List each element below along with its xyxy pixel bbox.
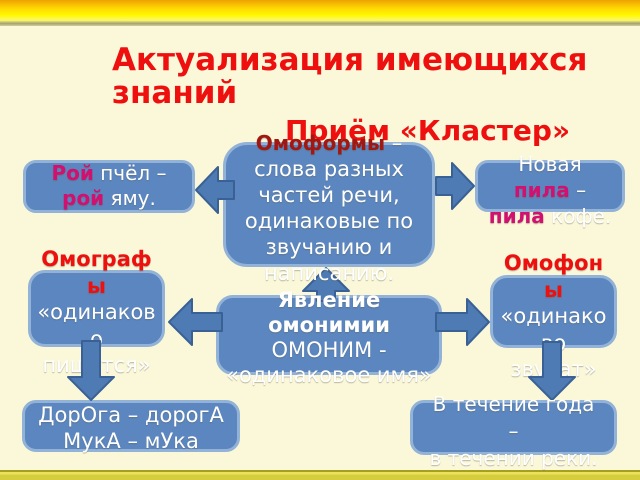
slide-subtitle: Приём «Кластер» [285,114,571,147]
top-border-bar [0,0,640,26]
omographs-body-2: о [90,326,103,351]
center-line-2: омонимии [268,313,390,337]
omophones-body-3: звучат» [510,357,597,381]
omophones-body-1: «одинако [500,304,607,328]
omoforms-heading-line: Омоформы – [213,130,445,156]
techenie-line-2: – [508,419,519,443]
roy-box [23,160,195,213]
roy-word-2: рой [62,186,105,210]
omographs-body-1: «одинаков [37,300,156,324]
title-line-1: Актуализация имеющихся [112,42,588,78]
omophones-heading-2: ы [544,277,563,302]
center-text: Явление омонимии ОМОНИМ - «одинаковое им… [216,288,442,388]
doroga-box [22,400,240,452]
omoforms-line-5: написанию. [263,261,395,285]
omoforms-heading-dash: – [385,131,403,155]
omographs-body-3: пишутся» [42,353,151,377]
omographs-heading-2: ы [87,273,106,298]
omographs-heading-1: Омограф [41,247,152,271]
roy-line-1: Рой пчёл – [23,161,195,186]
pila-line-2: пила – [475,177,625,203]
pila-line-1: Новая [518,152,582,176]
doroga-line-1: ДорОга – дорогА [38,403,224,427]
doroga-line-2: МукА – мУка [63,429,199,453]
title-line-2: знаний [112,75,238,111]
roy-rest-1: пчёл – [93,161,167,185]
omoforms-line-4: звучанию и [265,235,393,259]
omographs-text: Омограф ы «одинаков о пишутся» [18,246,175,379]
arrow-left-middle [168,298,223,346]
center-line-1: Явление [277,288,381,312]
center-line-3: ОМОНИМ - [271,338,387,362]
roy-word-1: Рой [51,161,94,185]
doroga-text: ДорОга – дорогА МукА – мУка [22,402,240,454]
techenie-line-1: В течение года [432,392,595,416]
pila-box [475,160,625,212]
pila-word-3: пила [488,204,545,228]
bottom-border-bar [0,470,640,480]
omoforms-box [223,142,435,267]
techenie-text: В течение года – в течении реки. [410,391,617,472]
pila-text: Новая пила – пила кофе. [475,151,625,229]
slide-title: Актуализация имеющихся знаний [112,44,592,110]
roy-rest-2: яму. [104,186,156,210]
techenie-line-3: в течении реки. [429,446,598,470]
pila-rest-2: – [569,178,587,202]
omoforms-text: Омоформы – слова разных частей речи, оди… [213,130,445,286]
omoforms-line-2: частей речи, [258,183,400,207]
omoforms-line-3: одинаковые по [244,209,414,233]
techenie-box [410,400,617,455]
omophones-body-2: во [540,330,567,355]
omoforms-heading: Омоформы [255,131,386,155]
pila-line-3: пила кофе. [475,203,625,229]
roy-line-2: рой яму. [23,186,195,211]
pila-rest-3: кофе. [544,204,612,228]
omophones-heading-1: Омофон [503,251,604,275]
omophones-text: Омофон ы «одинако во звучат» [480,250,627,383]
center-line-4: «одинаковое имя» [226,363,432,387]
pila-word-2: пила [513,178,570,202]
omoforms-line-1: слова разных [254,157,404,181]
roy-text: Рой пчёл – рой яму. [23,161,195,211]
